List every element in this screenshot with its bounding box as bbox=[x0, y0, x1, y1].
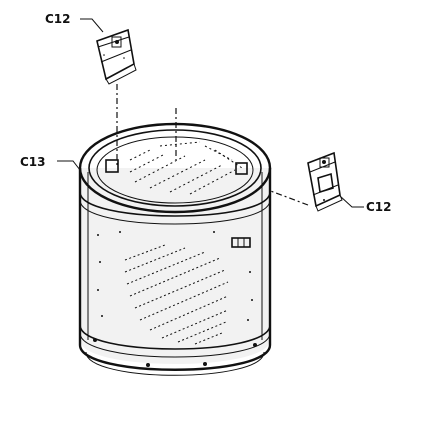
interior-perforations bbox=[129, 141, 243, 195]
leader-line-c12-top bbox=[80, 18, 104, 33]
callout-label-c12-top: C12 bbox=[45, 12, 71, 26]
top-bracket-part bbox=[96, 28, 137, 85]
callout-label-c12-right: C12 bbox=[366, 200, 392, 214]
side-vent bbox=[231, 237, 251, 248]
leader-line-c12-right bbox=[339, 195, 364, 208]
right-bracket-part bbox=[307, 151, 343, 212]
exterior-perforations bbox=[124, 244, 229, 345]
callout-label-c13: C13 bbox=[20, 155, 46, 169]
assembly-line-right bbox=[267, 189, 309, 206]
washing-drum-part bbox=[78, 122, 272, 376]
rim-slot-left bbox=[105, 159, 119, 173]
rim-slot-right bbox=[235, 162, 248, 175]
leader-line-c13 bbox=[57, 160, 81, 171]
